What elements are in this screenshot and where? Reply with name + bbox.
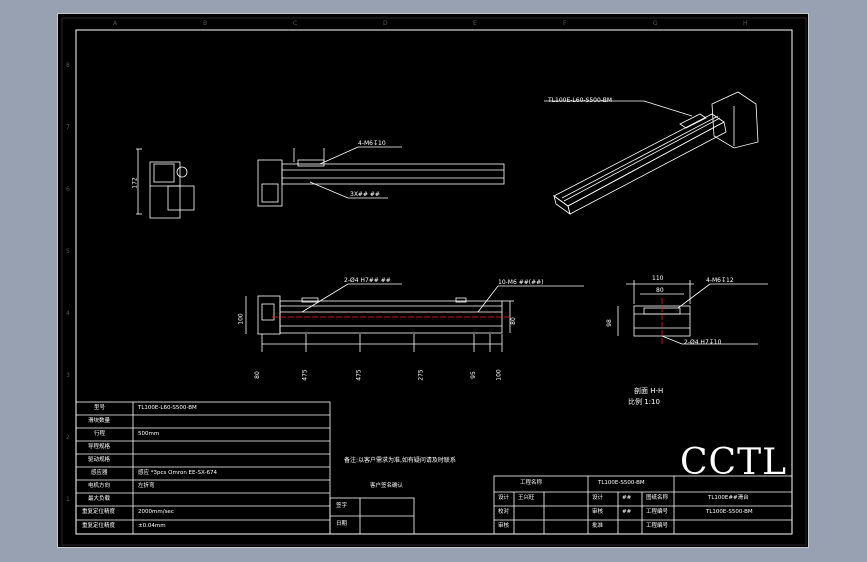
- zone-row-label: 7: [66, 124, 70, 131]
- info-cell: ##: [622, 509, 632, 515]
- approval-header: 客户签名确认: [370, 483, 404, 489]
- zone-row-label: 3: [66, 372, 70, 379]
- zone-col-label: C: [293, 20, 298, 27]
- zone-col-label: B: [203, 20, 208, 27]
- spec-value: TL100E-L60-S500-BM: [138, 405, 197, 411]
- zone-col-label: A: [113, 20, 118, 27]
- end-view: [136, 148, 195, 219]
- side-view: [257, 146, 505, 207]
- drawing-frame: [61, 17, 807, 546]
- front-height-dim: 100: [237, 313, 245, 325]
- spec-label: 型号: [94, 405, 106, 411]
- front-hole-note: 2-Ø4 H7## ##: [344, 277, 391, 284]
- zone-col-label: E: [473, 20, 477, 27]
- spec-value: 左折弯: [138, 483, 155, 489]
- approval-row-label: 日期: [336, 521, 348, 527]
- drawing-geometry: [75, 91, 793, 535]
- section-thread-note: 4-M6↧12: [706, 277, 734, 284]
- section-height-dim: 98: [605, 319, 613, 327]
- info-cell: 审核: [592, 509, 604, 515]
- drawing-note: 备注:以客户需求为准,如有疑问请及时联系: [344, 457, 456, 464]
- part-number: TL100E-S500-BM: [598, 480, 645, 486]
- spec-value: 2000mm/sec: [138, 509, 174, 515]
- info-cell: 设计: [498, 495, 510, 501]
- logo-subtitle: TL100E##滑台: [708, 495, 749, 501]
- info-right: 图纸名称: [646, 495, 669, 501]
- project-name-label: 工程名称: [520, 480, 543, 486]
- info-cell: 审核: [498, 523, 510, 529]
- zone-col-label: D: [383, 20, 388, 27]
- zone-row-label: 8: [66, 62, 70, 69]
- spec-label: 驱动规格: [88, 457, 111, 463]
- side-height-dim: 172: [131, 177, 139, 189]
- spec-label: 感应器: [91, 470, 108, 476]
- spec-value: ±0.04mm: [138, 523, 166, 529]
- title-block-grid: [75, 401, 793, 535]
- spec-label: 行程: [94, 431, 106, 437]
- spec-label: 滑块数量: [88, 418, 111, 424]
- bottom-dim: 275: [417, 369, 425, 381]
- zone-col-label: H: [743, 20, 748, 27]
- zone-row-label: 6: [66, 186, 70, 193]
- bottom-dim: 475: [355, 369, 363, 381]
- front-thread-note: 10-M6 ##(##): [498, 279, 544, 286]
- info-right: 工程编号: [646, 523, 669, 529]
- bottom-dim: 100: [495, 369, 503, 381]
- info-right: 工程编号: [646, 509, 669, 515]
- section-view: [617, 280, 768, 345]
- spec-label: 电机方向: [88, 483, 111, 489]
- section-inner-dim: 80: [656, 287, 664, 294]
- info-cell: ##: [622, 495, 632, 501]
- company-logo: CCTL: [680, 442, 788, 483]
- info-cell: 批准: [592, 523, 604, 529]
- drawing-canvas[interactable]: A B C D E F G H 8 7 6 5 4 3 2 1: [57, 13, 809, 548]
- side-slot-note: 3X## ##: [350, 191, 380, 198]
- section-scale: 比例 1:10: [628, 398, 660, 406]
- iso-part-label: TL100E-L60-S500-BM: [548, 97, 613, 104]
- zone-col-label: G: [653, 20, 658, 27]
- zone-row-label: 4: [66, 310, 70, 317]
- info-cell: 设计: [592, 495, 604, 501]
- section-title: 剖面 H-H: [634, 387, 664, 395]
- spec-value: 感应 *3pcs Omron EE-SX-674: [138, 470, 217, 476]
- front-right-dim: 80: [509, 317, 517, 325]
- front-view: [245, 283, 584, 352]
- spec-label: 最大负载: [88, 496, 111, 502]
- approval-row-label: 签字: [336, 503, 348, 509]
- zone-row-label: 2: [66, 434, 70, 441]
- spec-label: 导程规格: [88, 444, 111, 450]
- logo-code: TL100E-S500-BM: [706, 509, 753, 515]
- info-cell: 校对: [498, 509, 510, 515]
- bottom-dim: 80: [253, 371, 261, 379]
- spec-label: 重复定位精度: [82, 523, 116, 529]
- info-cell: 王兴旺: [518, 495, 535, 501]
- section-pin-note: 2-Ø4 H7↧10: [684, 339, 722, 346]
- bottom-dim: 95: [469, 371, 477, 379]
- zone-row-label: 5: [66, 248, 70, 255]
- bottom-dim: 475: [301, 369, 309, 381]
- isometric-view: [544, 91, 759, 215]
- zone-col-label: F: [563, 20, 567, 27]
- side-hole-note: 4-M6↧10: [358, 140, 386, 147]
- spec-label: 重复定位精度: [82, 509, 116, 515]
- spec-value: 500mm: [138, 431, 160, 437]
- zone-row-label: 1: [66, 496, 70, 503]
- section-width-dim: 110: [652, 275, 664, 282]
